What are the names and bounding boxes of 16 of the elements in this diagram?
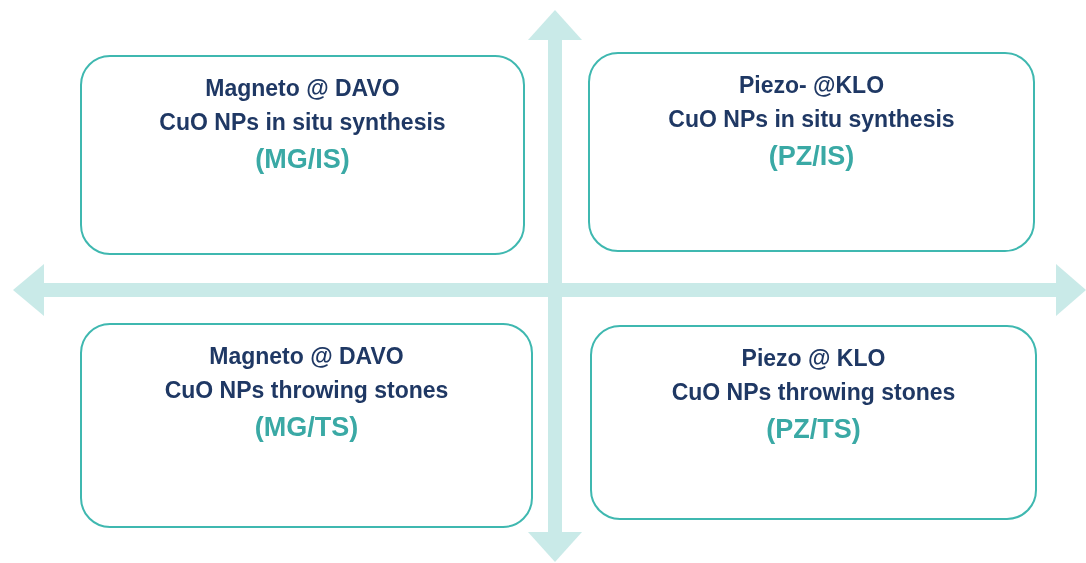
heading: Magneto @ DAVO <box>208 342 405 371</box>
heading: Magneto @ DAVO <box>204 74 401 103</box>
abbreviation: (PZ/TS) <box>765 413 862 446</box>
description: CuO NPs in situ synthesis <box>667 105 956 134</box>
quadrant-box <box>590 325 1037 520</box>
abbreviation: (PZ/IS) <box>767 140 856 173</box>
description: CuO NPs throwing stones <box>163 376 450 405</box>
quadrant-box <box>80 323 533 528</box>
quadrant-box <box>80 55 525 255</box>
description: CuO NPs in situ synthesis <box>158 108 447 137</box>
heading: Piezo @ KLO <box>740 344 887 373</box>
description: CuO NPs throwing stones <box>670 378 957 407</box>
abbreviation: (MG/TS) <box>253 411 360 444</box>
quadrant-box <box>588 52 1035 252</box>
heading: Piezo- @KLO <box>737 71 886 100</box>
abbreviation: (MG/IS) <box>254 143 351 176</box>
